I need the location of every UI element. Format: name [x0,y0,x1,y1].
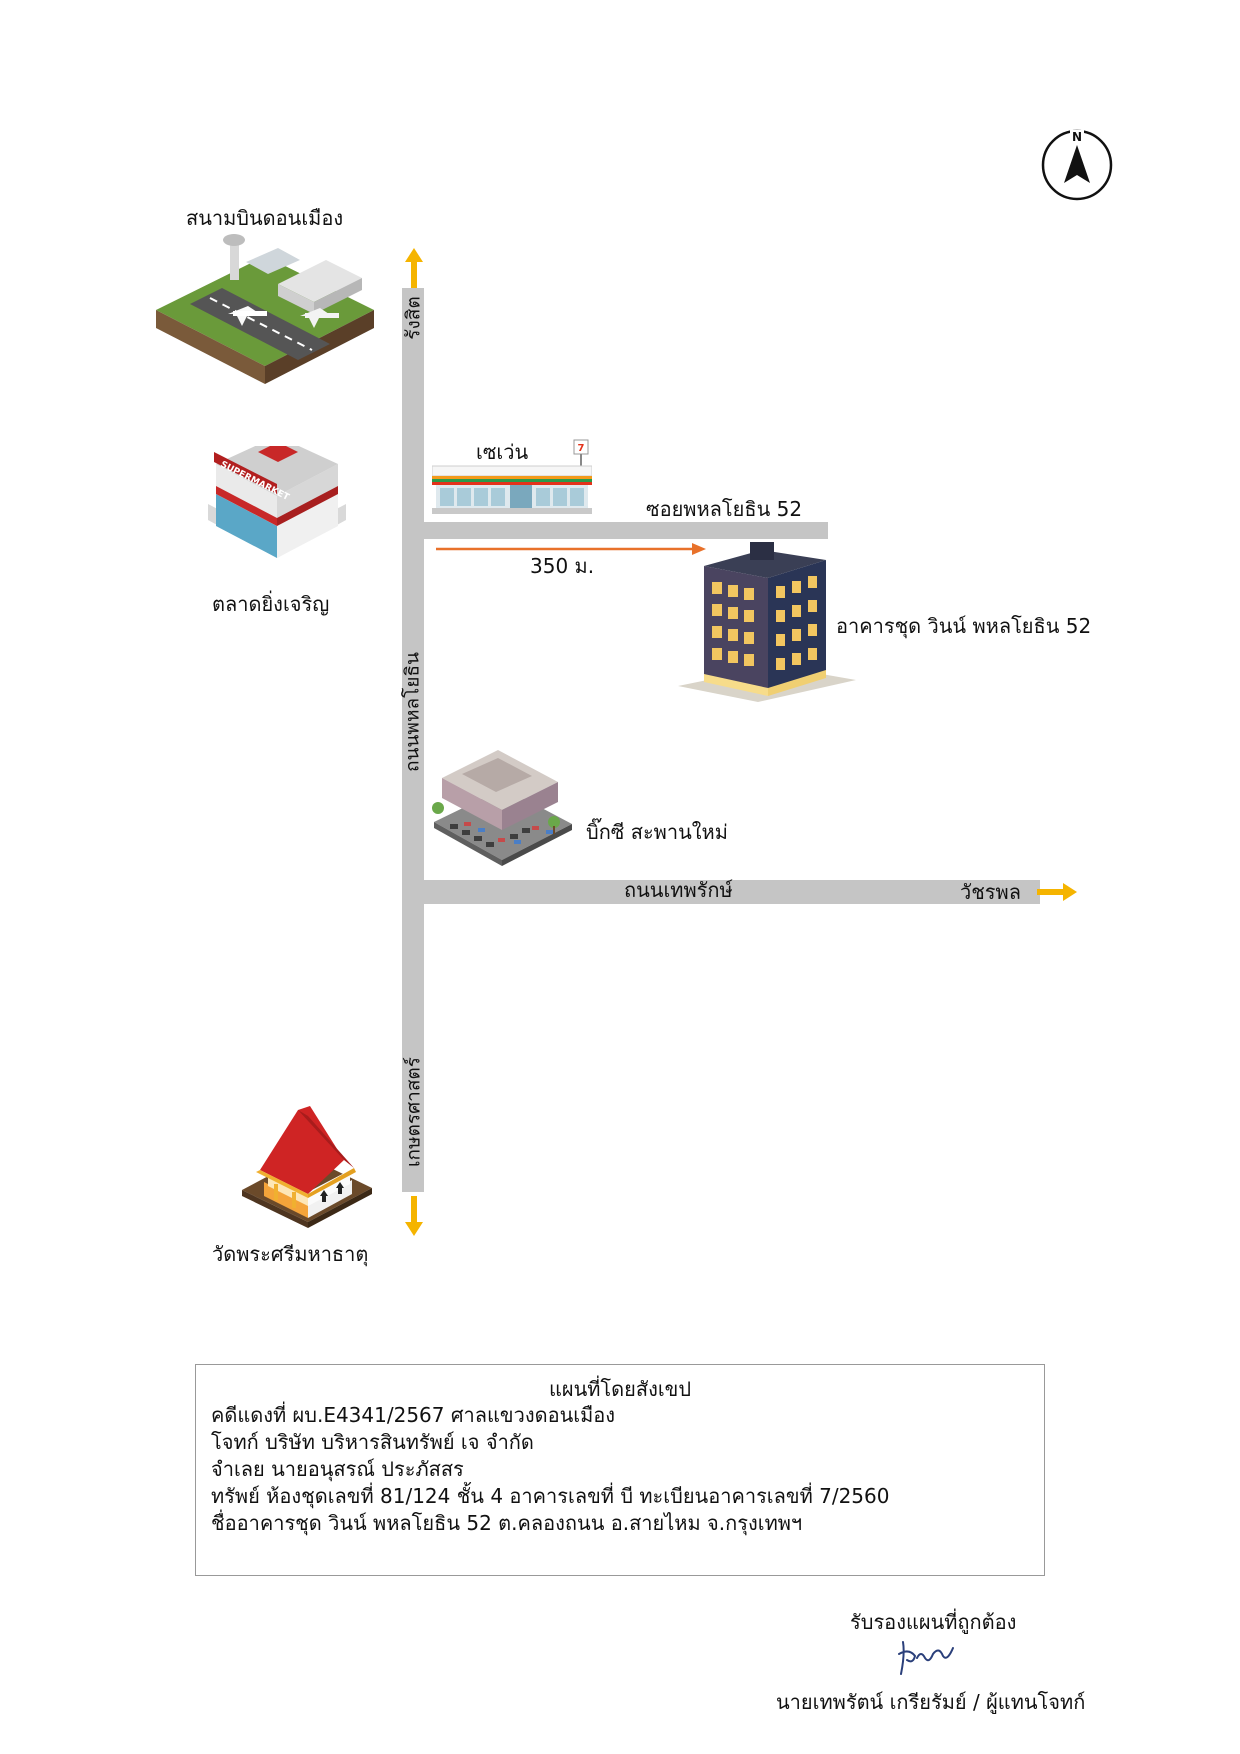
building-name-line: ชื่ออาคารชุด วินน์ พหลโยธิน 52 ต.คลองถนน… [211,1511,803,1535]
thepharak-road-label: ถนนเทพรักษ์ [624,878,733,902]
temple-icon [242,1106,372,1228]
north-compass-icon: N [1041,129,1113,201]
phahonyothin-road [402,288,424,1192]
distance-label: 350 ม. [530,554,595,578]
rangsit-direction-label: รังสิต [402,296,425,340]
case-info-box: แผนที่โดยสังเขป คดีแดงที่ ผบ.E4341/2567 … [195,1364,1045,1576]
watcharaphon-direction-label: วัชรพล [960,880,1021,904]
condo-label: อาคารชุด วินน์ พหลโยธิน 52 [836,614,1092,638]
arrow-right-icon [1037,883,1077,901]
supermarket-icon: SUPERMARKET [208,446,346,558]
seven-eleven-store-icon: 7 [432,439,592,514]
kasetsart-direction-label: เกษตรศาสตร์ [402,1057,425,1167]
soi-phahonyothin-52-label: ซอยพหลโยธิน 52 [646,497,803,521]
soi-phahonyothin-52-road [424,522,828,539]
bigc-shopping-mall-icon [432,750,572,866]
plaintiff-line: โจทก์ บริษัท บริหารสินทรัพย์ เจ จำกัด [211,1430,534,1454]
defendant-line: จำเลย นายอนุสรณ์ ประภัสสร [211,1457,464,1481]
certification-label: รับรองแผนที่ถูกต้อง [850,1610,1017,1634]
distance-arrow-icon [436,543,706,555]
handwritten-signature [898,1641,954,1675]
seven-eleven-logo-text: 7 [578,443,585,454]
property-line: ทรัพย์ ห้องชุดเลขที่ 81/124 ชั้น 4 อาคาร… [211,1484,890,1508]
arrow-down-icon [405,1196,423,1236]
case-number-line: คดีแดงที่ ผบ.E4341/2567 ศาลแขวงดอนเมือง [211,1403,616,1427]
phahonyothin-road-label: ถนนพหลโยธิน [401,651,424,773]
compass-north-letter: N [1072,130,1082,144]
seven-eleven-label: เซเว่น [476,440,529,464]
market-label: ตลาดยิ่งเจริญ [212,592,330,616]
signer-name: นายเทพรัตน์ เกรียรัมย์ / ผู้แทนโจทก์ [776,1690,1086,1714]
airport-icon [156,234,374,384]
temple-label: วัดพระศรีมหาธาตุ [212,1242,369,1266]
arrow-up-icon [405,248,423,288]
bigc-label: บิ๊กซี สะพานใหม่ [586,820,728,844]
condo-building-icon [678,542,856,702]
info-box-title: แผนที่โดยสังเขป [548,1377,692,1401]
thepharak-road [424,880,1040,904]
airport-label: สนามบินดอนเมือง [186,206,344,230]
